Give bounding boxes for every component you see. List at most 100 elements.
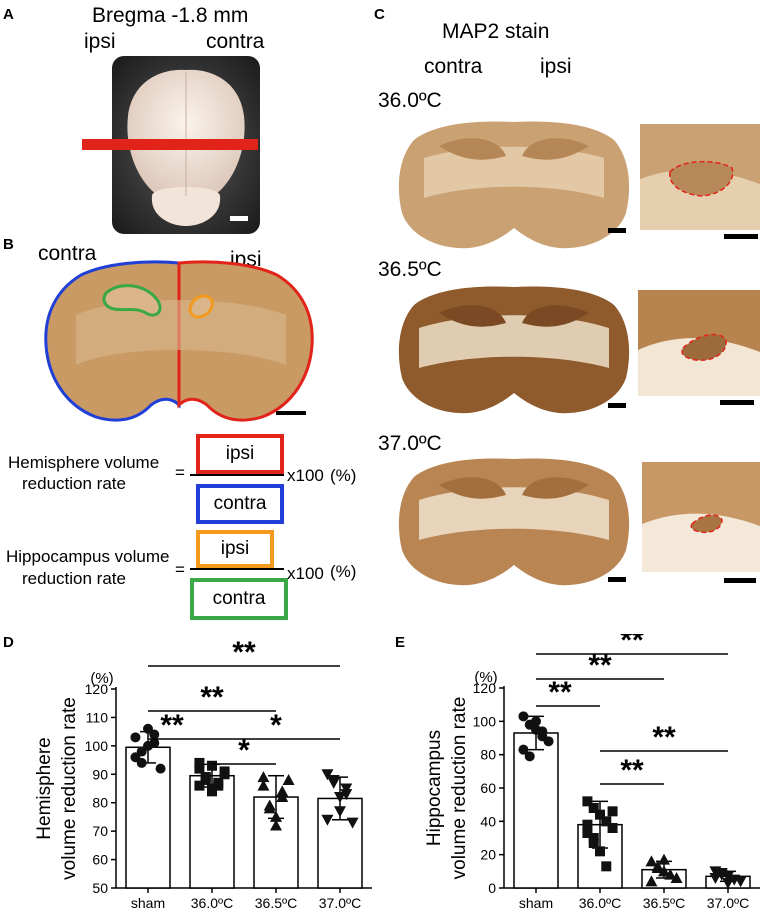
chart-d-xtick-label-2: 36.5ºC <box>255 895 297 911</box>
coronal-section-outlined <box>44 260 314 422</box>
chart-d-point <box>270 819 282 831</box>
chart-e-ytick-label: 120 <box>473 680 497 696</box>
chart-d-ylabel-2: volume reduction rate <box>59 697 80 880</box>
chart-d-point <box>194 763 205 774</box>
chart-d-point <box>136 757 147 768</box>
chart-e-point <box>651 862 664 873</box>
chart-d-point <box>276 791 289 803</box>
chart-e-points-3 <box>709 866 747 889</box>
chart-d-point <box>270 810 282 822</box>
chart-d-sig-label-0: ** <box>232 636 256 669</box>
chart-e-ytick-label: 60 <box>480 780 496 796</box>
chart-e-xtick-label-1: 36.0ºC <box>579 895 621 911</box>
chart-e-point <box>582 796 593 807</box>
chart-e-point <box>531 716 541 727</box>
chart-d-point <box>263 802 276 814</box>
chart-d-ytick-label: 70 <box>92 823 108 839</box>
hemisphere-formula-unit: (%) <box>330 466 357 485</box>
chart-e-point <box>670 872 683 883</box>
chart-e-point <box>524 751 535 762</box>
chart-e-ylabel-2: volume reduction rate <box>449 697 470 880</box>
chart-e-sig-label-2: ** <box>548 676 572 709</box>
chart-e-point <box>601 816 612 827</box>
chart-d-points-1 <box>194 757 230 797</box>
chart-d-point <box>200 772 211 783</box>
chart-d-unit: (%) <box>90 670 113 687</box>
temp-label-360: 36.0ºC <box>378 89 442 112</box>
chart-e-sig-label-3: ** <box>652 721 676 754</box>
chart-d-points-0 <box>130 723 166 774</box>
panel-b-contra-label: contra <box>38 242 97 265</box>
chart-e-point <box>518 744 529 755</box>
chart-d-point <box>207 760 217 771</box>
chart-e-points-0 <box>518 711 554 762</box>
hippocampus-numerator-box: ipsi <box>196 530 274 568</box>
panel-label-d: D <box>3 634 14 651</box>
chart-d-point <box>334 792 346 804</box>
chart-e-ytick-label: 80 <box>480 747 496 763</box>
chart-d-point <box>143 740 153 751</box>
map2-title: MAP2 stain <box>442 20 550 43</box>
section-365 <box>398 286 630 414</box>
chart-e-sig-label-4: ** <box>620 754 644 787</box>
chart-e-xtick-label-3: 37.0ºC <box>707 895 749 911</box>
hemisphere-denominator-box: contra <box>196 484 284 524</box>
chart-d-sig-label-2: ** <box>160 709 184 742</box>
chart-d-sig-label-1: ** <box>200 681 224 714</box>
chart-e-sig-label-0: ** <box>620 634 644 657</box>
section-line-red <box>82 139 258 150</box>
hemisphere-numerator-box: ipsi <box>196 434 284 474</box>
chart-e-point <box>722 871 734 883</box>
panel-a-ipsi-label: ipsi <box>84 30 116 53</box>
chart-e-ytick-label: 0 <box>488 880 496 896</box>
chart-e-bar-0 <box>513 732 559 889</box>
chart-d-point <box>194 780 205 791</box>
chart-e-point <box>537 726 548 737</box>
hemisphere-formula-label-1: Hemisphere volume <box>8 453 160 472</box>
hippocampus-formula-label-1: Hippocampus volume <box>6 547 170 566</box>
chart-d-point <box>257 779 270 791</box>
panel-c-ipsi-label: ipsi <box>540 55 572 78</box>
hemisphere-formula-label-2: reduction rate <box>22 474 126 493</box>
chart-e-points-2 <box>645 853 683 887</box>
chart-e-point <box>607 823 618 833</box>
chart-e-ytick-label: 100 <box>473 713 497 729</box>
chart-d-point <box>321 769 334 781</box>
hippocampus-inset-360 <box>640 124 760 239</box>
chart-d-point <box>340 789 353 801</box>
chart-d-xtick-label-1: 36.0ºC <box>191 895 233 911</box>
chart-e-point <box>645 875 658 887</box>
chart-d-ylabel-1: Hemisphere <box>34 737 55 839</box>
hemisphere-fraction-bar <box>190 474 284 476</box>
chart-e-xtick-label-2: 36.5ºC <box>643 895 685 911</box>
chart-d-point <box>346 817 359 829</box>
hippocampus-denominator-box: contra <box>190 578 288 620</box>
chart-e-point <box>664 868 677 880</box>
hippocampus-inset-370 <box>642 462 760 583</box>
chart-e-point <box>722 878 734 889</box>
chart-e-point <box>645 855 658 867</box>
panel-label-e: E <box>395 634 406 651</box>
chart-e-ytick-label: 40 <box>480 813 496 829</box>
chart-d-ytick-label: 110 <box>86 709 109 725</box>
hippocampus-formula-unit: (%) <box>330 562 357 581</box>
chart-d-ytick-label: 90 <box>92 766 108 782</box>
chart-d-point <box>149 729 160 740</box>
chart-d-xtick-label-0: sham <box>131 895 165 911</box>
section-370 <box>398 458 630 586</box>
hippocampus-numerator: ipsi <box>220 538 250 559</box>
chart-e-point <box>658 865 670 877</box>
chart-d-point <box>276 785 289 797</box>
chart-d-point <box>340 783 353 795</box>
hippocampus-formula-eq: = <box>175 560 185 579</box>
hippocampus-denominator: contra <box>212 588 266 609</box>
bregma-title: Bregma -1.8 mm <box>92 4 249 27</box>
chart-e-point <box>709 873 722 884</box>
hippocampus-formula-label-2: reduction rate <box>22 569 126 588</box>
chart-d-point <box>130 732 141 743</box>
chart-d-point <box>321 814 334 826</box>
chart-d-point <box>207 786 217 797</box>
chart-d-ytick-label: 80 <box>92 795 108 811</box>
chart-d-sig-label-4: * <box>238 734 250 767</box>
